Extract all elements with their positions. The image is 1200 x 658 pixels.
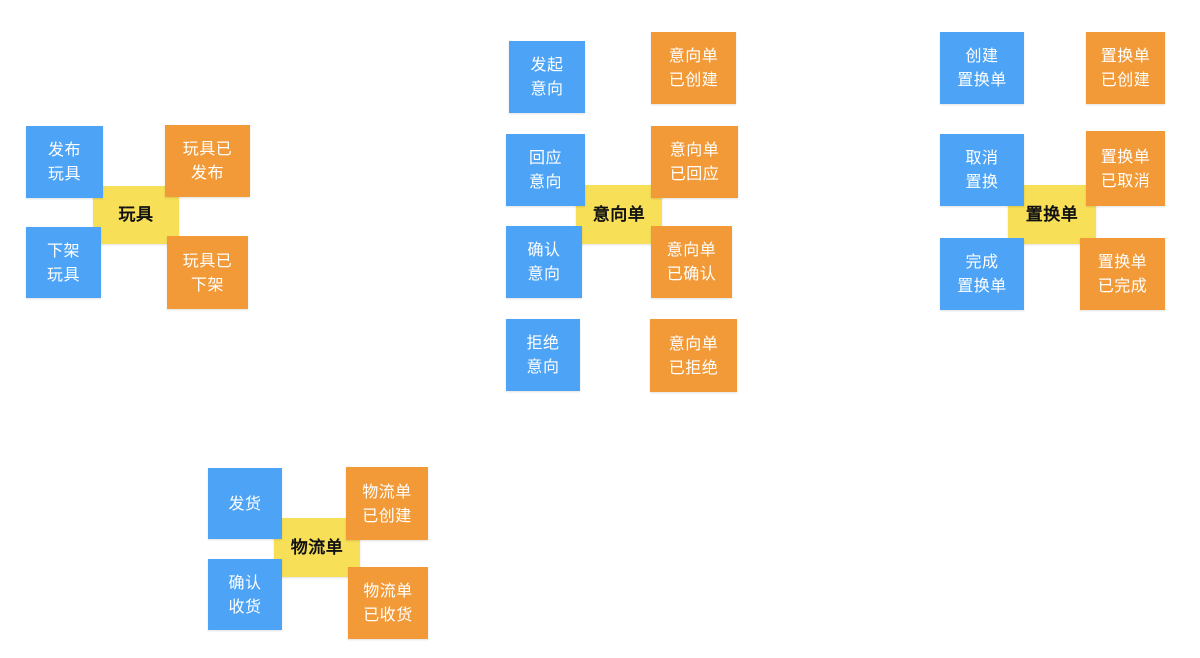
command-confirm-intent: 确认 意向 <box>506 226 582 298</box>
event-intent-confirmed: 意向单 已确认 <box>651 226 732 298</box>
command-initiate-intent: 发起 意向 <box>509 41 585 113</box>
event-exchange-created: 置换单 已创建 <box>1086 32 1165 104</box>
aggregate-logistics: 物流单 <box>274 518 360 577</box>
command-complete-exchange: 完成 置换单 <box>940 238 1024 310</box>
event-exchange-completed: 置换单 已完成 <box>1080 238 1165 310</box>
event-exchange-cancelled: 置换单 已取消 <box>1086 131 1165 206</box>
command-cancel-exchange: 取消 置换 <box>940 134 1024 206</box>
command-confirm-receipt: 确认 收货 <box>208 559 282 630</box>
event-intent-rejected: 意向单 已拒绝 <box>650 319 737 392</box>
event-intent-created: 意向单 已创建 <box>651 32 736 104</box>
command-create-exchange: 创建 置换单 <box>940 32 1024 104</box>
event-toy-delisted: 玩具已 下架 <box>167 236 248 309</box>
event-logistics-created: 物流单 已创建 <box>346 467 428 540</box>
command-respond-intent: 回应 意向 <box>506 134 585 206</box>
event-intent-responded: 意向单 已回应 <box>651 126 738 198</box>
command-delist-toy: 下架 玩具 <box>26 227 101 298</box>
command-reject-intent: 拒绝 意向 <box>506 319 580 391</box>
command-publish-toy: 发布 玩具 <box>26 126 103 198</box>
aggregate-toy: 玩具 <box>93 186 179 244</box>
command-ship: 发货 <box>208 468 282 539</box>
event-toy-published: 玩具已 发布 <box>165 125 250 197</box>
aggregate-intent: 意向单 <box>576 185 662 244</box>
event-logistics-received: 物流单 已收货 <box>348 567 428 639</box>
